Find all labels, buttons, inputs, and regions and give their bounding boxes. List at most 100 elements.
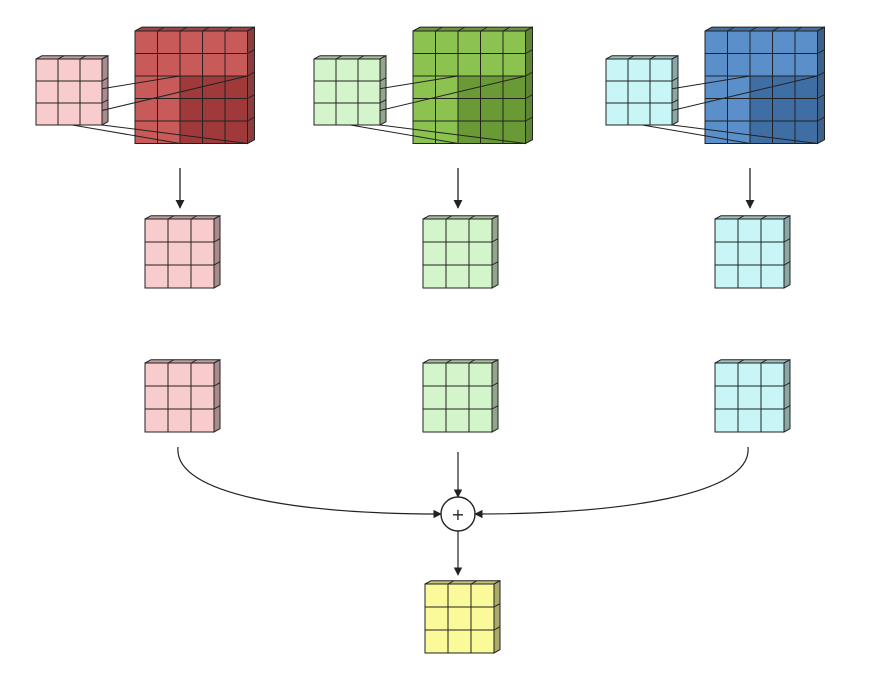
feature-map-copy-blue-cell bbox=[714, 385, 739, 410]
feature-map-copy-blue-cell bbox=[714, 362, 739, 387]
feature-map-red-cell bbox=[167, 264, 192, 289]
input-green-side-line bbox=[525, 71, 533, 77]
feature-map-red-side-line bbox=[213, 238, 221, 243]
input-blue-side-face bbox=[817, 26, 825, 145]
feature-map-copy-green-cell bbox=[468, 408, 493, 433]
input-blue-cell bbox=[772, 30, 796, 54]
input-red-cell bbox=[224, 53, 248, 77]
input-blue-cell bbox=[704, 120, 728, 144]
kernel-blue-cell bbox=[627, 80, 651, 104]
feature-map-green-cell bbox=[445, 218, 470, 243]
input-blue-cell bbox=[794, 30, 818, 54]
input-blue-side-line bbox=[817, 49, 825, 54]
feature-map-copy-red-cell bbox=[190, 385, 215, 410]
feature-map-copy-green-side-line bbox=[491, 382, 499, 387]
input-red bbox=[134, 26, 255, 145]
feature-map-blue-side-line bbox=[783, 261, 791, 266]
input-red-cell bbox=[157, 98, 181, 122]
feature-map-red-top-line bbox=[167, 215, 175, 220]
feature-map-copy-red-cell bbox=[144, 362, 169, 387]
feature-map-green-cell bbox=[468, 218, 493, 243]
input-blue-cell bbox=[772, 53, 796, 77]
input-red-cell bbox=[157, 53, 181, 77]
feature-map-copy-red-cell bbox=[144, 408, 169, 433]
feature-map-green-side-line bbox=[491, 238, 499, 243]
input-red-cell bbox=[179, 120, 203, 144]
input-blue-cell bbox=[772, 75, 796, 99]
feature-map-green-cell bbox=[422, 264, 447, 289]
feature-map-blue-top-line bbox=[737, 215, 745, 220]
kernel-green-side-line bbox=[379, 99, 387, 104]
input-red-cell bbox=[179, 53, 203, 77]
kernel-green-top-line bbox=[335, 55, 343, 60]
channel-blue bbox=[605, 26, 825, 433]
input-red-side-face bbox=[247, 26, 255, 145]
kernel-green-cell bbox=[335, 58, 359, 82]
input-red-cell bbox=[202, 98, 226, 122]
feature-map-blue-cell bbox=[760, 264, 785, 289]
input-blue-top-line bbox=[727, 26, 735, 32]
input-red-cell bbox=[179, 98, 203, 122]
input-green-cell bbox=[502, 53, 526, 77]
feature-map-copy-blue-side-face bbox=[783, 358, 791, 433]
input-red-cell bbox=[202, 75, 226, 99]
input-green-top-face bbox=[412, 26, 533, 32]
input-red-cell bbox=[134, 75, 158, 99]
input-red-cell bbox=[157, 30, 181, 54]
input-blue-cell bbox=[794, 53, 818, 77]
feature-map-copy-green-cell bbox=[468, 362, 493, 387]
feature-map-green-cell bbox=[422, 218, 447, 243]
input-green-cell bbox=[480, 75, 504, 99]
connector-left bbox=[177, 446, 442, 519]
feature-map-copy-red-side-line bbox=[213, 382, 221, 387]
kernel-blue-side-face bbox=[671, 54, 679, 126]
kernel-green-cell bbox=[313, 58, 337, 82]
feature-map-red-cell bbox=[167, 218, 192, 243]
channel-green bbox=[313, 26, 533, 433]
connector-right bbox=[474, 446, 749, 519]
kernel-red-side-face bbox=[101, 54, 109, 126]
input-blue-cell bbox=[704, 53, 728, 77]
feature-map-green-side-line bbox=[491, 261, 499, 266]
feature-map-green-side-face bbox=[491, 214, 499, 289]
input-red-cell bbox=[179, 30, 203, 54]
input-red-cell bbox=[224, 75, 248, 99]
input-green-cell bbox=[457, 30, 481, 54]
feature-map-copy-blue-top-line bbox=[737, 359, 745, 364]
kernel-red-side-line bbox=[101, 77, 109, 82]
feature-map-blue-cell bbox=[714, 218, 739, 243]
feature-map-copy-blue-cell bbox=[737, 362, 762, 387]
kernel-red-cell bbox=[35, 80, 59, 104]
input-blue-cell bbox=[749, 120, 773, 144]
input-green-cell bbox=[480, 53, 504, 77]
feature-map-green-cell bbox=[468, 241, 493, 266]
feature-map-red-side-face bbox=[213, 214, 221, 289]
feature-map-red-cell bbox=[190, 218, 215, 243]
kernel-blue-cell bbox=[649, 80, 673, 104]
kernel-red bbox=[35, 54, 109, 126]
input-blue-cell bbox=[749, 30, 773, 54]
input-blue-cell bbox=[772, 98, 796, 122]
input-red-top-line bbox=[202, 26, 210, 32]
input-green-cell bbox=[412, 120, 436, 144]
feature-map-copy-blue-cell bbox=[737, 408, 762, 433]
feature-map-copy-red-side-line bbox=[213, 405, 221, 410]
input-red-side-line bbox=[247, 94, 255, 99]
input-blue-cell bbox=[727, 53, 751, 77]
projection-line-red bbox=[72, 124, 181, 144]
feature-map-green-top-line bbox=[468, 215, 476, 220]
input-blue-top-line bbox=[749, 26, 758, 32]
projection-line-blue bbox=[671, 124, 818, 144]
input-green-side-line bbox=[525, 49, 533, 54]
input-red-top-face bbox=[134, 26, 255, 32]
input-green-top-line bbox=[502, 26, 511, 32]
feature-map-red-cell bbox=[190, 264, 215, 289]
feature-map-blue-cell bbox=[714, 241, 739, 266]
input-green bbox=[412, 26, 533, 145]
input-green-top-line bbox=[435, 26, 443, 32]
input-red-side-line bbox=[247, 49, 255, 54]
input-green-side-face bbox=[525, 26, 533, 145]
feature-map-red-side-line bbox=[213, 261, 221, 266]
input-green-cell bbox=[457, 120, 481, 144]
